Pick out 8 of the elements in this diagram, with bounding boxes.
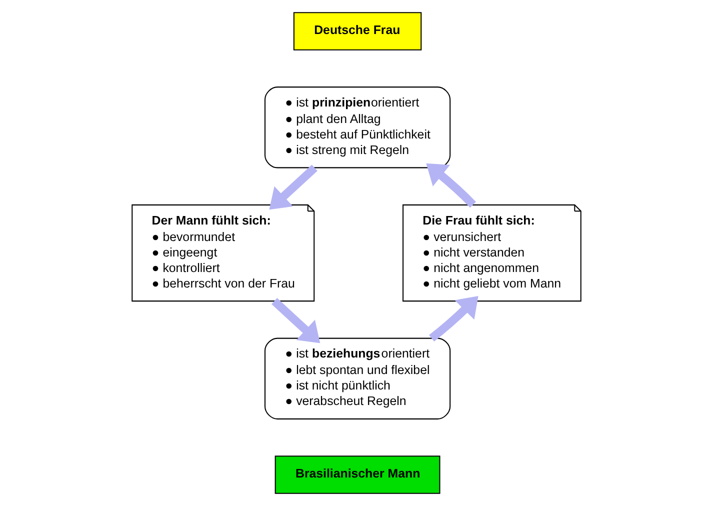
arrow (426, 163, 476, 208)
node-box: ● ist prinzipienorientiert ● plant den Alltag ● besteht auf Pünktlichkeit ● ist streng mit Regeln (264, 86, 450, 168)
arrow (271, 298, 320, 344)
node-box: Deutsche Frau (292, 12, 422, 50)
node-box: Brasilianischer Mann (274, 456, 440, 494)
arrow (428, 296, 478, 342)
arrow (268, 164, 317, 210)
node-box: ● ist beziehungsorientiert ● lebt spontan und flexibel ● ist nicht pünktlich ● verabscheut Regeln (264, 338, 450, 420)
